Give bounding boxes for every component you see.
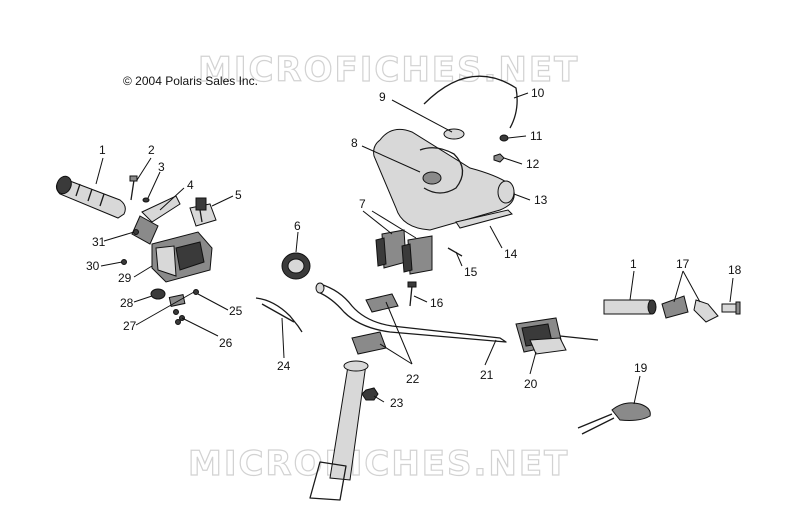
callout-19: 19	[634, 361, 648, 375]
nut-11	[499, 134, 509, 142]
callout-25: 25	[229, 304, 243, 318]
callout-11: 11	[530, 129, 543, 143]
nut-23	[361, 387, 379, 401]
callout-18: 18	[728, 263, 742, 277]
callout-16: 16	[430, 296, 444, 310]
callout-numbers: 1 2 3 4 5 6 7 8 9 10 11 12 13 14 15 16 1…	[86, 86, 742, 410]
leader-lines	[95, 92, 734, 405]
handlebar-21	[315, 282, 507, 343]
callout-28: 28	[120, 296, 134, 310]
part-25	[193, 289, 199, 295]
part-26-screws	[173, 309, 185, 325]
callout-17: 17	[676, 257, 690, 271]
callout-3: 3	[158, 160, 165, 174]
callout-1-right: 1	[630, 257, 637, 271]
callout-13: 13	[534, 193, 548, 207]
throttle-parts-17	[661, 295, 719, 323]
cable-24-b	[261, 303, 295, 323]
callout-24: 24	[277, 359, 291, 373]
bolt-18	[721, 301, 741, 315]
throttle-housing-29	[151, 231, 213, 283]
callout-2: 2	[148, 143, 155, 157]
callout-30: 30	[86, 259, 100, 273]
callout-7: 7	[359, 197, 366, 211]
cable-arc-10	[423, 75, 518, 129]
mount-ring-6	[281, 252, 311, 280]
callout-26: 26	[219, 336, 233, 350]
copyright-notice: © 2004 Polaris Sales Inc.	[123, 74, 258, 88]
cable-24	[255, 297, 303, 333]
watermark-bottom: MICROFICHES.NET	[187, 443, 570, 484]
bolt-16	[407, 281, 417, 307]
callout-12: 12	[526, 157, 540, 171]
screw-2	[129, 175, 138, 201]
nut-12	[493, 153, 505, 163]
upper-clamp-22	[365, 293, 399, 313]
wire-harness-19	[577, 402, 651, 435]
callout-22: 22	[406, 372, 420, 386]
callout-5: 5	[235, 188, 242, 202]
callout-1-left: 1	[99, 143, 106, 157]
handlebar-pad	[373, 128, 515, 231]
callout-31: 31	[92, 235, 106, 249]
part-31	[133, 229, 139, 235]
callout-14: 14	[504, 247, 518, 261]
callout-21: 21	[480, 368, 494, 382]
lower-clamp-22	[351, 331, 387, 355]
callout-4: 4	[187, 178, 194, 192]
steering-post	[309, 360, 369, 501]
left-grip	[56, 175, 126, 219]
callout-8: 8	[351, 136, 358, 150]
right-grip	[603, 299, 657, 315]
callout-23: 23	[390, 396, 404, 410]
screw-15	[447, 247, 463, 257]
callout-6: 6	[294, 219, 301, 233]
callout-29: 29	[118, 271, 132, 285]
callout-20: 20	[524, 377, 538, 391]
bracket-4	[131, 195, 181, 245]
washer-3	[142, 197, 150, 203]
callout-27: 27	[123, 319, 137, 333]
strip-14	[455, 209, 513, 229]
switch-5	[189, 197, 217, 227]
part-30	[121, 259, 127, 265]
callout-15: 15	[464, 265, 478, 279]
control-housing-20	[515, 317, 599, 355]
callout-10: 10	[531, 86, 545, 100]
watermark-top: MICROFICHES.NET	[197, 49, 580, 90]
callout-9: 9	[379, 90, 386, 104]
part-28	[150, 288, 166, 300]
clamp-blocks-7	[375, 229, 433, 275]
